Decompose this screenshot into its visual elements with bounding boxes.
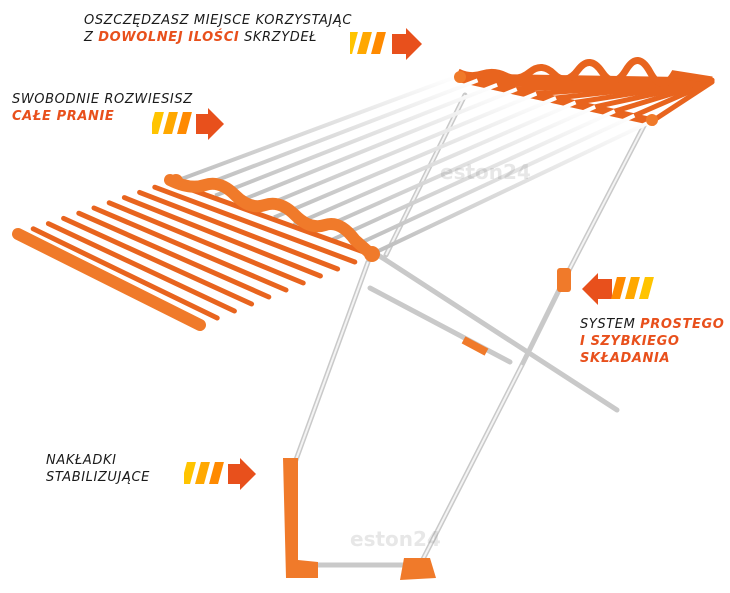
middle-rods	[175, 74, 655, 256]
arrow-right-icon	[350, 28, 422, 60]
arrow-right-icon	[152, 108, 224, 140]
near-rod	[167, 179, 375, 258]
near-rod	[30, 226, 220, 321]
caption-space-line1: OSZCZĘDZASZ MIEJSCE KORZYSTAJĄC	[84, 13, 353, 28]
foot-cap-left	[283, 458, 318, 578]
middle-rod	[234, 87, 518, 205]
watermark-top: eston24	[440, 160, 531, 184]
middle-rod	[175, 74, 459, 183]
middle-rod	[331, 109, 616, 242]
near-rod	[152, 184, 358, 265]
foot-cap-right	[400, 558, 436, 580]
middle-rod	[253, 91, 538, 213]
middle-rod	[351, 113, 636, 249]
near-rod	[121, 195, 323, 279]
watermark-bottom: eston24	[350, 527, 441, 551]
caption-stabilizing-caps: NAKŁADKI STABILIZUJĄCE	[46, 453, 150, 485]
wing-near	[12, 174, 378, 331]
middle-rod	[312, 104, 597, 234]
near-rod	[45, 221, 237, 314]
near-rod	[91, 205, 289, 293]
middle-rod	[273, 96, 557, 220]
arrow-right-icon	[184, 458, 256, 490]
caption-folding-system: SYSTEM PROSTEGO I SZYBKIEGO SKŁADANIA	[580, 317, 725, 366]
middle-rod	[292, 100, 577, 227]
middle-rod	[214, 82, 498, 198]
far-rod	[651, 79, 715, 123]
arrow-left-icon	[582, 273, 654, 305]
caption-hang-laundry: SWOBODNIE ROZWIESISZ CAŁE PRANIE	[12, 92, 193, 124]
near-rod	[61, 215, 255, 307]
fold-joint	[557, 268, 571, 292]
far-rod	[631, 79, 715, 119]
near-rod	[137, 189, 341, 272]
rack-frame-highlight	[292, 94, 649, 566]
middle-rod	[371, 118, 655, 256]
middle-rod	[194, 78, 479, 191]
near-rod	[106, 200, 306, 286]
caption-space-saving: OSZCZĘDZASZ MIEJSCE KORZYSTAJĄC Z DOWOLN…	[84, 13, 353, 45]
near-rod	[76, 210, 272, 300]
